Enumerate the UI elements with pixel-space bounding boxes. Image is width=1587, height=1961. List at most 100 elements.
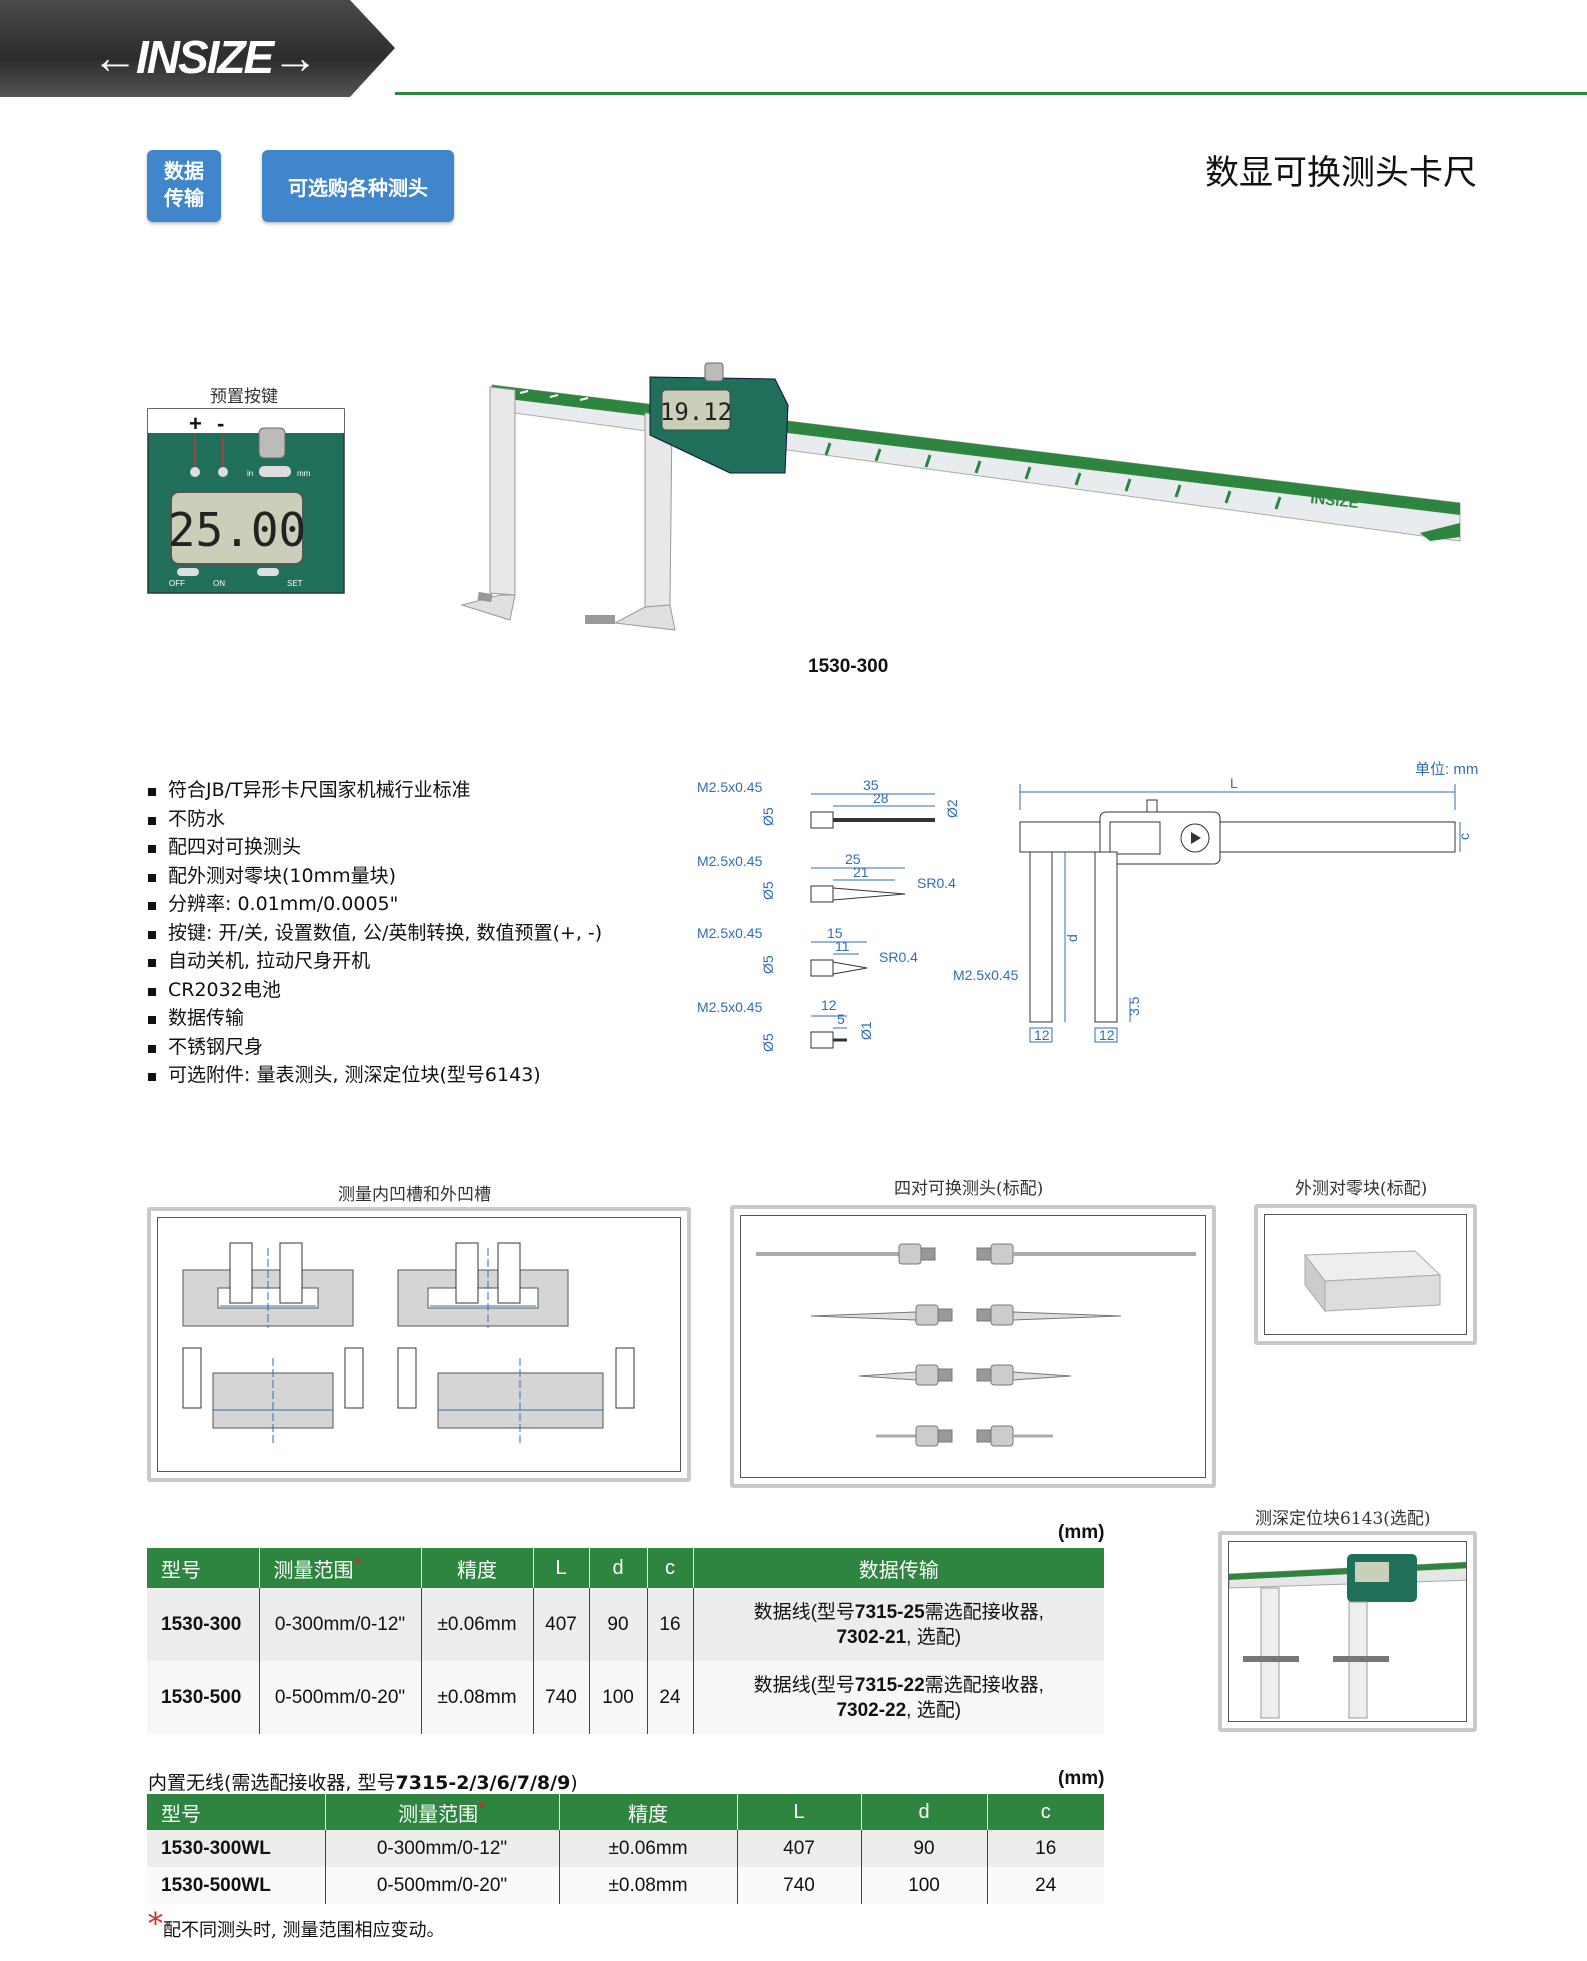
set-button[interactable] (257, 568, 279, 576)
cell-L: 407 (737, 1830, 862, 1867)
zero-block-panel (1254, 1204, 1477, 1345)
dim-d-label: d (1064, 934, 1080, 942)
depth-block-illustration (1229, 1554, 1466, 1719)
col-data-transfer: 数据传输 (693, 1548, 1104, 1588)
badge-data-transfer: 数据传输 (147, 150, 221, 222)
feature-item: 数据传输 (148, 1004, 602, 1033)
cell-model: 1530-300 (147, 1588, 260, 1661)
probe-2-thread: M2.5x0.45 (697, 853, 763, 869)
probe-1-drawing: M2.5x0.45 35 28 Ø5 Ø2 (697, 777, 960, 829)
probes-illustration (756, 1243, 1196, 1447)
table-row: 1530-500WL 0-500mm/0-20" ±0.08mm 740 100… (147, 1867, 1104, 1904)
cell-L: 740 (737, 1867, 862, 1904)
tip-height-label: 3.5 (1126, 996, 1142, 1016)
thumb-wheel (258, 427, 286, 459)
cell-d: 90 (589, 1588, 648, 1661)
insize-logo: ←INSIZE→ (92, 31, 318, 83)
main-model-caption: 1530-300 (808, 656, 889, 677)
cell-model: 1530-300WL (147, 1830, 326, 1867)
jaw-thread-label: M2.5x0.45 (953, 967, 1019, 983)
feature-item: CR2032电池 (148, 976, 602, 1005)
off-label: OFF (169, 579, 185, 588)
grooves-panel (147, 1207, 691, 1482)
probe-2-tip: SR0.4 (917, 875, 956, 891)
col-L: L (533, 1548, 590, 1588)
header-rule (395, 92, 1587, 95)
cell-model: 1530-500 (147, 1661, 260, 1734)
table2-unit: (mm) (1058, 1768, 1105, 1789)
badge-optional-probes: 可选购各种测头 (262, 150, 454, 222)
col-range: 测量范围* (259, 1548, 422, 1588)
probe-3-tip: SR0.4 (879, 949, 918, 965)
probe-4-dim-shaft: 5 (837, 1011, 845, 1027)
lcd-reading: 25.00 (168, 503, 306, 557)
header-banner (0, 0, 395, 97)
cell-range: 0-300mm/0-12" (325, 1830, 560, 1867)
jaw-width-1: 12 (1034, 1027, 1050, 1043)
probe-1-dim-shaft: 28 (873, 790, 889, 806)
col-c: c (647, 1548, 694, 1588)
minus-key-label: - (217, 411, 224, 436)
technical-diagram: M2.5x0.45 35 28 Ø5 Ø2 M2.5x0.45 25 21 Ø5… (697, 775, 1472, 1052)
main-lcd-reading: 19.12 (660, 398, 732, 426)
col-range: 测量范围* (325, 1794, 560, 1830)
probe-2-dim-shaft: 21 (853, 864, 869, 880)
cell-range: 0-500mm/0-20" (259, 1661, 422, 1734)
jaw-width-2: 12 (1099, 1027, 1115, 1043)
page-header: ←INSIZE→ (0, 0, 1587, 97)
feature-list: 符合JB/T异形卡尺国家机械行业标准 不防水 配四对可换测头 配外测对零块(10… (148, 776, 602, 1090)
depth-block-panel (1218, 1531, 1477, 1732)
cell-L: 407 (533, 1588, 590, 1661)
probe-3-drawing: M2.5x0.45 15 11 Ø5 SR0.4 (697, 925, 918, 977)
cell-L: 740 (533, 1661, 590, 1734)
set-label: SET (287, 579, 303, 588)
lcd-screen (170, 491, 304, 565)
display-inset-image: + - in mm 25.00 OFF ON SET (147, 408, 345, 594)
cell-model: 1530-500WL (147, 1867, 326, 1904)
caliper-product-image: INSIZE 19.12 (460, 362, 1461, 631)
probe-1-dim-total: 35 (863, 777, 879, 793)
zero-block-panel-label: 外测对零块(标配) (1295, 1179, 1428, 1199)
grooves-illustration (182, 1242, 635, 1443)
dim-L-label: L (1230, 775, 1238, 791)
probe-3-thread: M2.5x0.45 (697, 925, 763, 941)
probe-3-dim-total: 15 (827, 925, 843, 941)
probe-2-diameter: Ø5 (760, 881, 776, 900)
cell-c: 24 (987, 1867, 1104, 1904)
col-d: d (861, 1794, 988, 1830)
col-accuracy: 精度 (421, 1548, 534, 1588)
plus-key-label: + (189, 411, 202, 436)
col-L: L (737, 1794, 862, 1830)
table-header-row: 型号 测量范围* 精度 L d c (147, 1794, 1104, 1830)
table-row: 1530-300WL 0-300mm/0-12" ±0.06mm 407 90 … (147, 1830, 1104, 1867)
table-row: 1530-500 0-500mm/0-20" ±0.08mm 740 100 2… (147, 1661, 1104, 1734)
probe-1-tip: Ø2 (944, 799, 960, 818)
zero-block-illustration (1304, 1250, 1442, 1313)
footnote: *配不同测头时, 测量范围相应变动。 (148, 1907, 445, 1942)
cell-c: 24 (647, 1661, 694, 1734)
scale-brand: INSIZE (1310, 490, 1360, 512)
probes-panel (730, 1205, 1216, 1488)
in-label: in (247, 469, 253, 478)
table1-unit: (mm) (1058, 1522, 1105, 1543)
table-row: 1530-300 0-300mm/0-12" ±0.06mm 407 90 16… (147, 1588, 1104, 1661)
probe-1-diameter: Ø5 (760, 807, 776, 826)
unit-button[interactable] (259, 466, 291, 477)
cell-d: 100 (861, 1867, 988, 1904)
col-c: c (987, 1794, 1104, 1830)
wireless-specs-table: 型号 测量范围* 精度 L d c 1530-300WL 0-300mm/0-1… (147, 1794, 1104, 1904)
cell-c: 16 (987, 1830, 1104, 1867)
page-title: 数显可换测头卡尺 (1205, 153, 1477, 193)
plus-button[interactable] (190, 467, 200, 477)
dim-c-label: c (1456, 833, 1472, 840)
minus-button[interactable] (218, 467, 228, 477)
off-button[interactable] (177, 568, 199, 576)
feature-item: 配四对可换测头 (148, 833, 602, 862)
cell-c: 16 (647, 1588, 694, 1661)
probe-4-diameter: Ø5 (760, 1033, 776, 1052)
preset-keys-label: 预置按键 (210, 387, 278, 407)
feature-item: 分辨率: 0.01mm/0.0005" (148, 890, 602, 919)
grooves-panel-label: 测量内凹槽和外凹槽 (338, 1185, 491, 1205)
table-header-row: 型号 测量范围* 精度 L d c 数据传输 (147, 1548, 1104, 1588)
main-lcd-screen (661, 389, 731, 431)
